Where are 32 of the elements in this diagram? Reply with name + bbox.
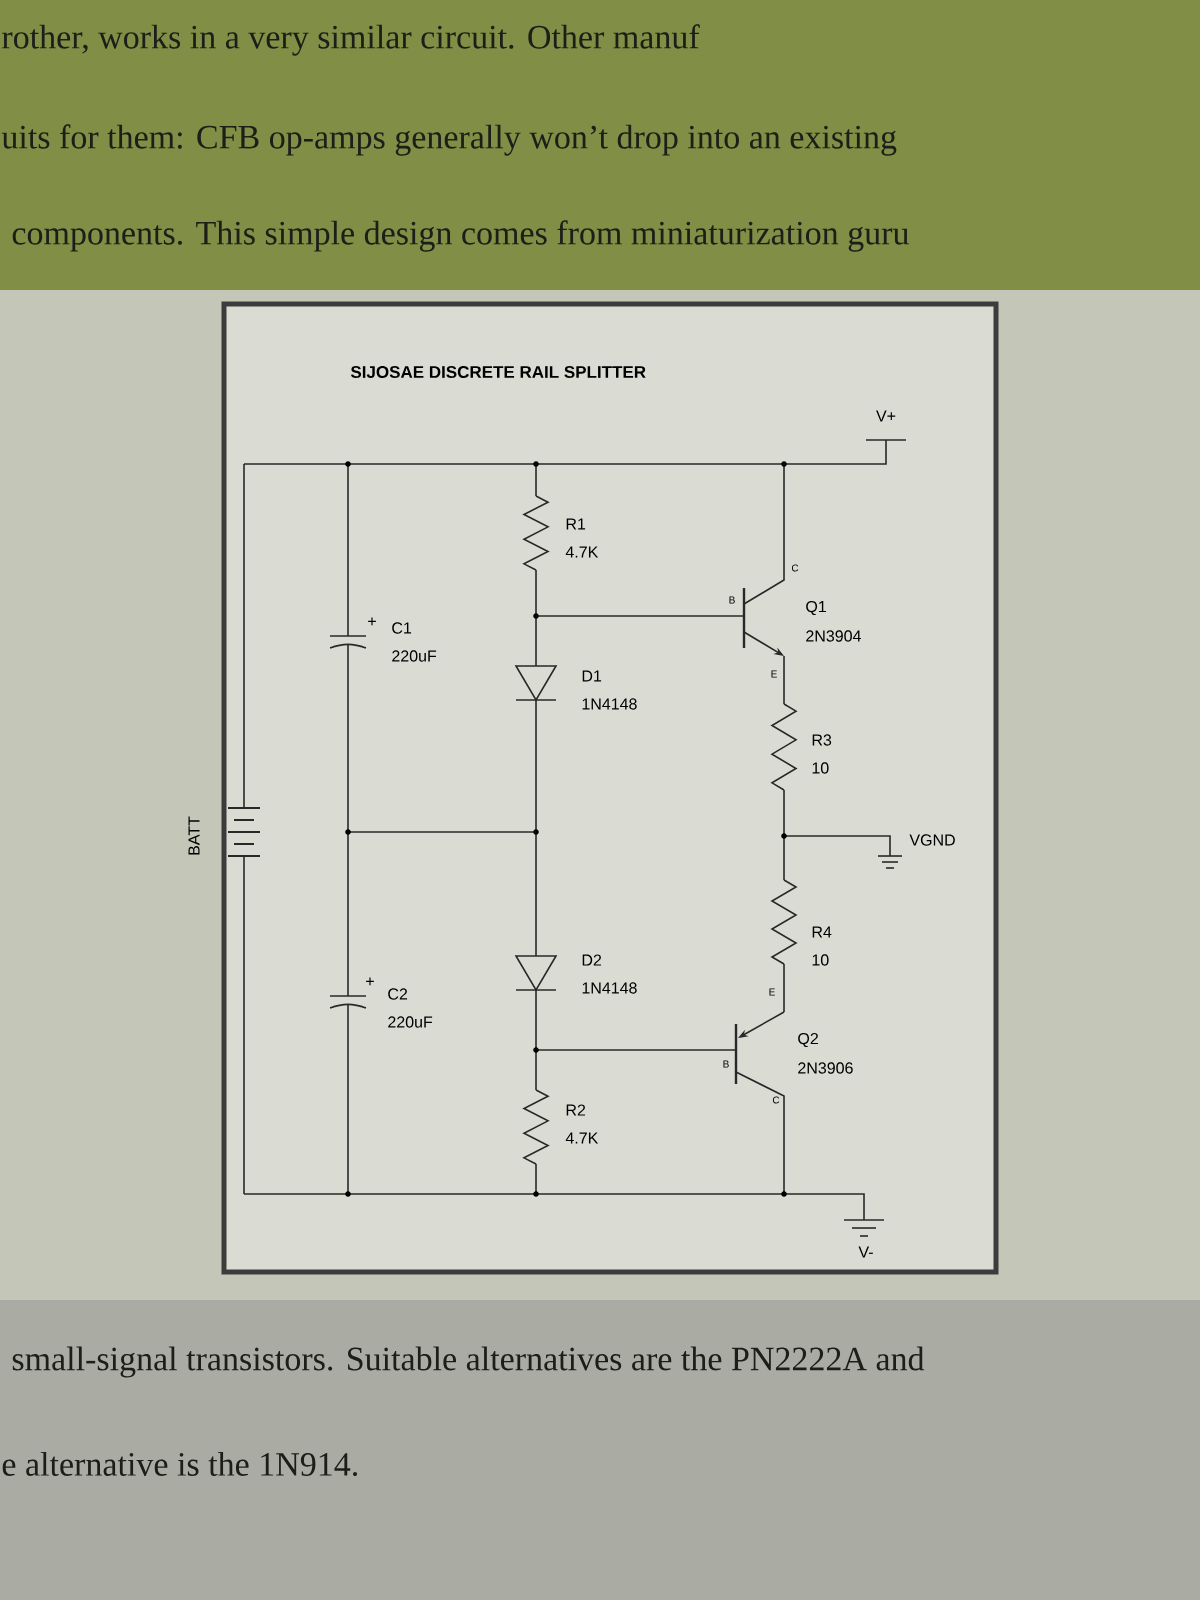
part-value: 1N4148 xyxy=(582,698,637,710)
part-name: R1 xyxy=(566,518,586,530)
part-value: 4.7K xyxy=(565,546,599,558)
terminal-label: BATT xyxy=(188,816,200,855)
part-value: 1N4148 xyxy=(582,982,637,994)
part-name: Q2 xyxy=(798,1032,818,1048)
part-value: 2N3906 xyxy=(798,1062,853,1074)
paragraph-text: e alternative is the 1N914. xyxy=(2,1452,358,1477)
part-value: 220uF xyxy=(392,650,437,662)
terminal-label: V- xyxy=(858,1246,873,1258)
paragraph-text: rother, works in a very similar circuit. Other manuf xyxy=(2,24,700,56)
paragraph-text: small-signal transistors. Suitable alternatives are the PN2222A and xyxy=(12,1346,925,1378)
part-value: 2N3904 xyxy=(806,630,861,642)
part-name: R4 xyxy=(812,926,832,938)
title: SIJOSAE DISCRETE RAIL SPLITTER xyxy=(350,366,646,378)
paragraph-text: uits for them: CFB op-amps generally won’t drop into an existing xyxy=(1,124,897,156)
part-value: 220uF xyxy=(388,1016,433,1028)
part-name: C1 xyxy=(392,622,412,634)
part-value: 10 xyxy=(812,954,829,966)
part-name: R2 xyxy=(566,1104,586,1116)
part-name: D2 xyxy=(582,954,602,966)
terminal-label: VGND xyxy=(909,834,955,846)
part-name: Q1 xyxy=(806,600,826,616)
paragraph-text: components. This simple design comes from miniaturization guru xyxy=(12,220,909,252)
polarity-mark: + xyxy=(368,617,376,626)
part-value: 4.7K xyxy=(565,1132,599,1144)
terminal-label: V+ xyxy=(876,410,896,422)
polarity-mark: + xyxy=(366,977,374,986)
part-name: R3 xyxy=(812,734,832,746)
part-name: C2 xyxy=(388,988,408,1000)
part-name: D1 xyxy=(582,670,602,682)
part-value: 10 xyxy=(812,762,829,774)
